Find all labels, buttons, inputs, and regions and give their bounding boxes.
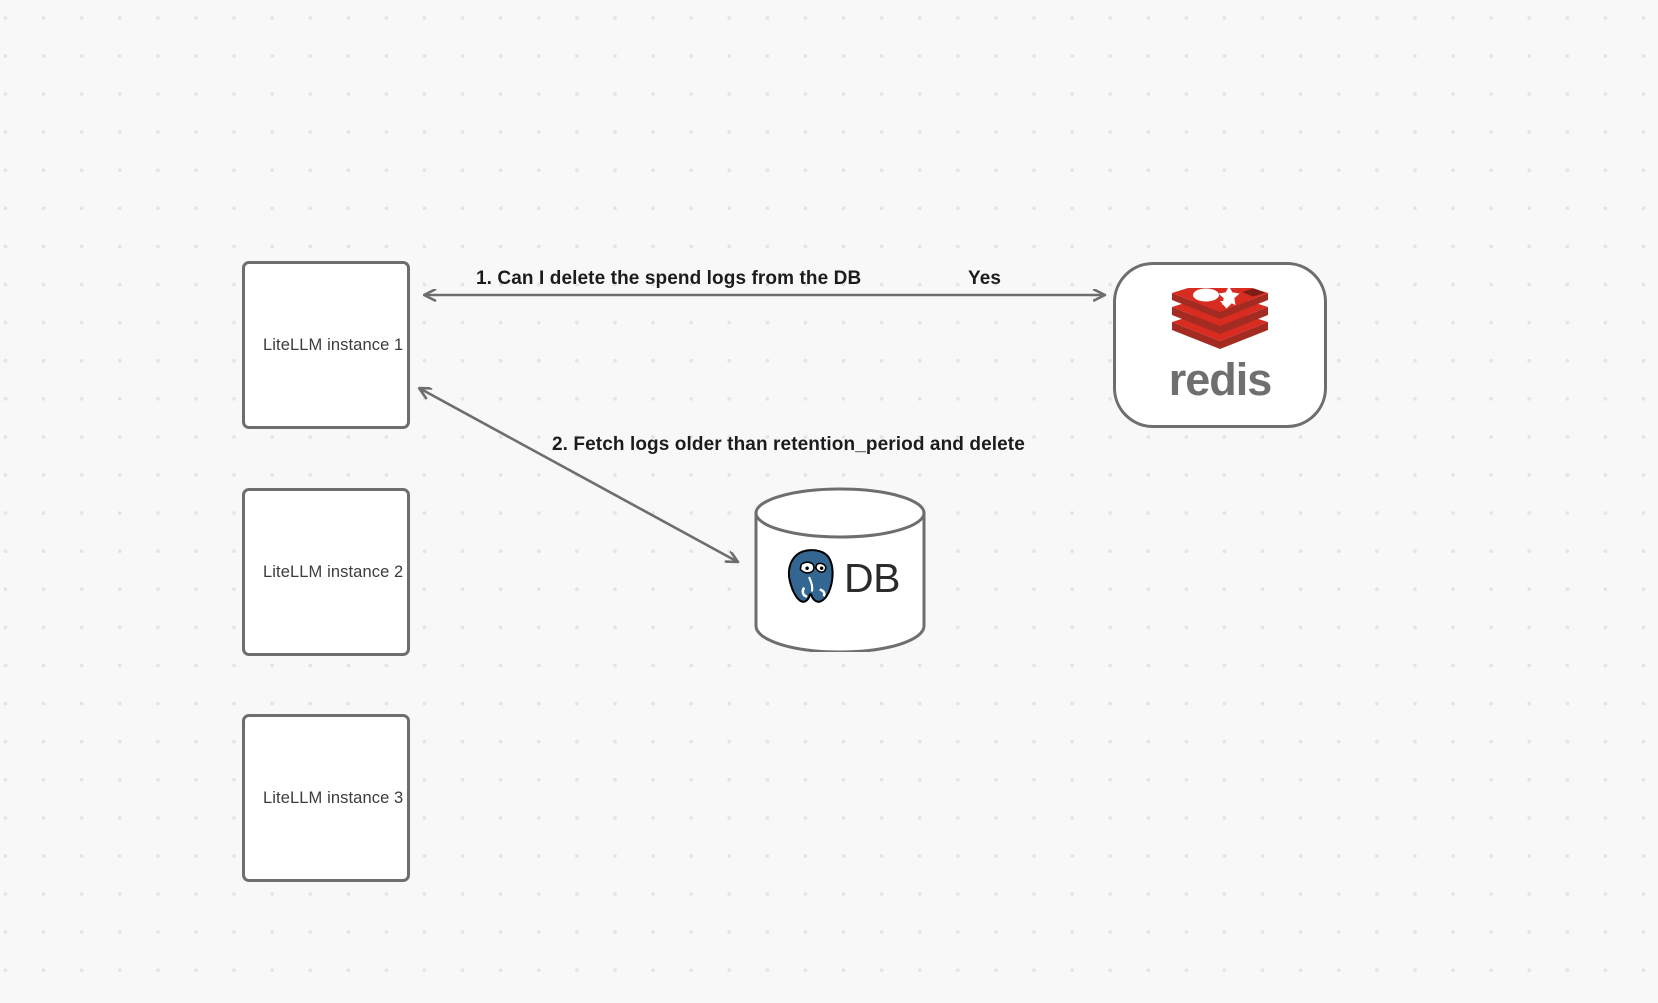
database-cylinder-icon — [754, 487, 926, 654]
node-litellm-instance-3-label: LiteLLM instance 3 — [263, 788, 404, 807]
postgresql-elephant-icon — [780, 545, 842, 612]
edge-label-step-2: 2. Fetch logs older than retention_perio… — [552, 434, 1025, 455]
edge-litellm1-db — [419, 388, 738, 562]
node-litellm-instance-1-label: LiteLLM instance 1 — [263, 335, 404, 354]
node-litellm-instance-2-label: LiteLLM instance 2 — [263, 562, 404, 581]
db-label: DB — [844, 555, 900, 601]
redis-wordmark: redis — [1168, 354, 1273, 405]
edge-label-step-1: 1. Can I delete the spend logs from the … — [476, 268, 862, 289]
edge-label-yes-reply: Yes — [968, 268, 1002, 289]
node-litellm-instance-1[interactable]: LiteLLM instance 1 — [242, 261, 410, 429]
node-litellm-instance-3[interactable]: LiteLLM instance 3 — [242, 714, 410, 882]
node-redis[interactable]: redis — [1113, 262, 1327, 428]
node-litellm-instance-2[interactable]: LiteLLM instance 2 — [242, 488, 410, 656]
node-postgres-db[interactable]: DB — [753, 487, 927, 654]
redis-logo-icon — [1168, 278, 1272, 355]
